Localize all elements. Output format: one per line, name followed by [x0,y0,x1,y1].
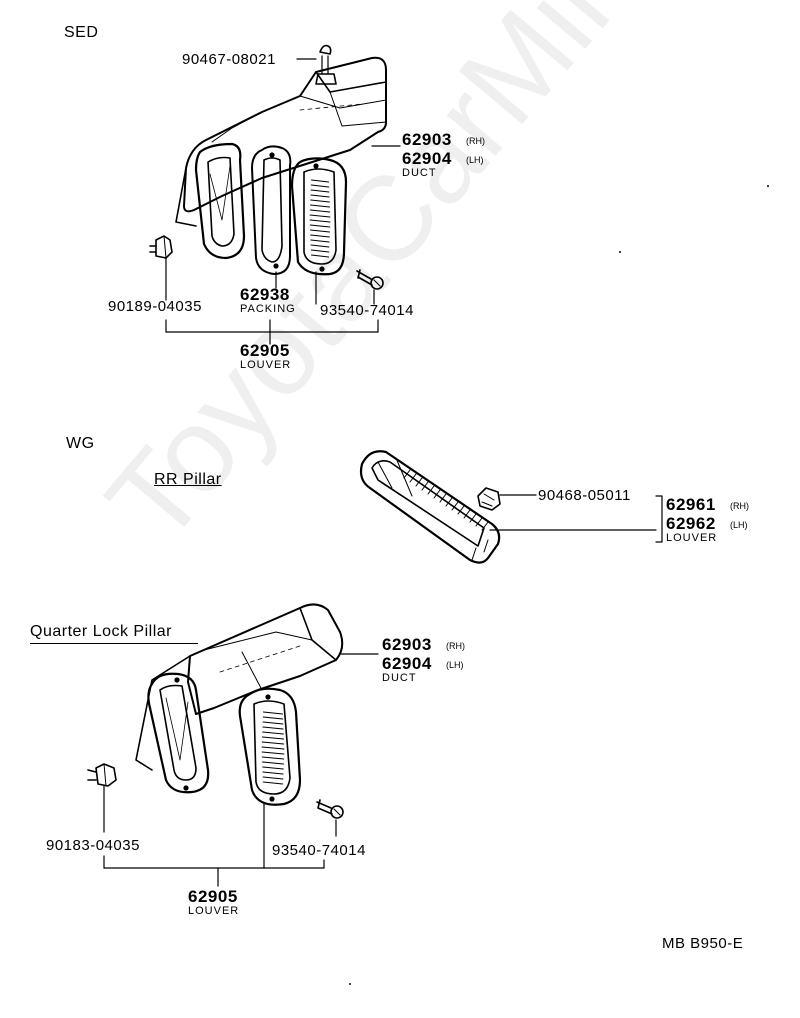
rr-pillar-louver-lh-part-no: 62962 [666,514,716,533]
louver-slat [439,493,447,503]
louver-slat [309,219,331,223]
louver-slat [262,726,284,730]
sed-screw-drawing [356,269,384,290]
quarter-duct-drawing [135,603,344,794]
sed-louver-drawing [290,157,348,276]
sed-packing-drawing [251,145,292,275]
quarter-duct-rh-side: (RH) [446,641,465,651]
louver-slat [310,254,330,258]
louver-slat [309,209,331,213]
louver-slat [310,244,330,248]
louver-slat [463,509,471,519]
diagram-code: MB B950-E [662,935,744,952]
quarter-duct-rh-part-no: 62903 [382,635,432,654]
louver-slat [261,746,285,750]
sed-heading: SED [64,24,99,41]
louver-slat [309,229,331,233]
louver-slat [310,199,330,203]
sed-duct-name: DUCT [402,167,437,179]
rr-pillar-louver-rh-side: (RH) [730,501,749,511]
sed-duct-rh-part-no: 62903 [402,130,452,149]
louver-slat [310,184,330,188]
louver-slat [310,194,330,198]
quarter-heading-underline [30,643,198,644]
louver-slat [262,711,284,715]
wg-heading: WG [66,435,95,452]
louver-slat [421,481,429,491]
sed-leaders [165,58,401,345]
louver-slat [475,517,483,527]
louver-slat [262,766,284,770]
louver-slat [445,497,453,507]
louver-slat [427,485,435,495]
quarter-screw-drawing [316,799,344,819]
louver-slat [403,469,411,479]
louver-slat [309,224,331,228]
louver-slat [261,736,285,740]
louver-slat [261,741,285,745]
sed-packing-name: PACKING [240,303,296,315]
quarter-clip-left-part-no: 90183-04035 [46,837,140,854]
quarter-louver-part-no: 62905 [188,887,238,906]
louver-slat [262,781,284,785]
rr-pillar-leaders [489,494,663,543]
rr-pillar-louver-rh-part-no: 62961 [666,495,716,514]
sed-duct-rh-side: (RH) [466,136,485,146]
sed-louver-part-no: 62905 [240,341,290,360]
louver-slat [262,776,284,780]
quarter-louver-name: LOUVER [188,905,240,917]
sed-clip-left-drawing [149,235,173,259]
louver-slat [262,716,284,720]
louver-slat [309,204,331,208]
louver-slat [261,751,285,755]
quarter-screw-part-no: 93540-74014 [272,842,366,859]
louver-slat [310,234,330,238]
sed-duct-lh-part-no: 62904 [402,149,452,168]
louver-slat [415,477,423,487]
louver-slat [451,501,459,511]
louver-slat [310,179,330,183]
rr-pillar-clip-drawing [477,487,501,511]
sed-louver-name: LOUVER [240,359,292,371]
quarter-clip-left-drawing [87,763,117,787]
louver-slat [310,249,330,253]
louver-slat [409,473,417,483]
sed-clip-left-part-no: 90189-04035 [108,298,202,315]
rr-pillar-louver-drawing [359,450,501,564]
rr-pillar-louver-lh-side: (LH) [730,520,748,530]
quarter-duct-lh-side: (LH) [446,660,464,670]
sed-duct-drawing [175,44,387,260]
rr-pillar-clip-part-no: 90468-05011 [538,487,631,504]
louver-slat [481,521,489,531]
rr-pillar-louver-name: LOUVER [666,532,718,544]
louver-slat [261,756,285,760]
quarter-leaders [103,653,379,887]
quarter-duct-name: DUCT [382,672,417,684]
louver-slat [469,513,477,523]
louver-slat [261,761,285,765]
louver-slat [310,239,330,243]
quarter-duct-lh-part-no: 62904 [382,654,432,673]
louver-slat [309,214,331,218]
sed-packing-part-no: 62938 [240,285,290,304]
louver-slat [262,771,284,775]
louver-slat [262,731,284,735]
sed-duct-lh-side: (LH) [466,155,484,165]
louver-slat [457,505,465,515]
rr-pillar-heading: RR Pillar [154,471,222,488]
quarter-louver-drawing [238,687,302,806]
sed-screw-part-no: 93540-74014 [320,302,414,319]
louver-slat [310,189,330,193]
quarter-lock-pillar-heading: Quarter Lock Pillar [30,623,172,640]
louver-slat [262,721,284,725]
sed-clip-top-part-no: 90467-08021 [182,51,276,68]
louver-slat [433,489,441,499]
